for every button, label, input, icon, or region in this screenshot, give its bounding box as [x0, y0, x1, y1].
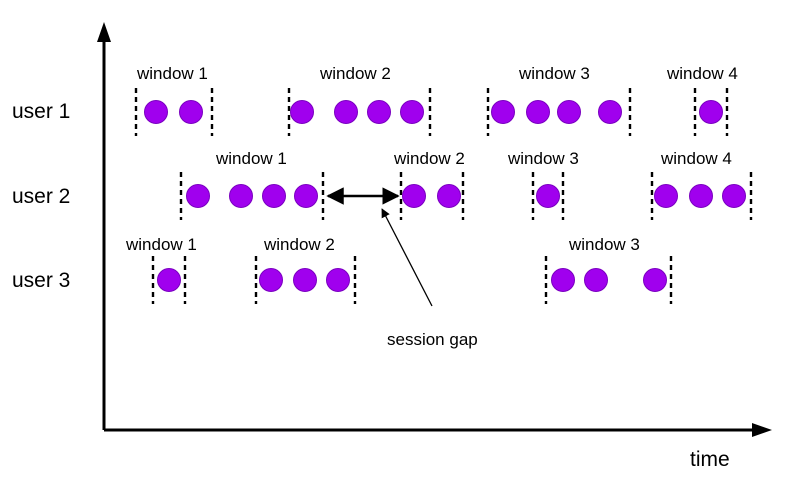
event-dot — [334, 100, 358, 124]
event-dot — [598, 100, 622, 124]
session-gap-label: session gap — [387, 330, 478, 349]
row-label-user-1: user 1 — [12, 100, 70, 123]
window-label: window 4 — [660, 149, 732, 168]
session-window — [134, 88, 214, 136]
x-axis-arrowhead — [752, 423, 772, 437]
window-label: window 1 — [136, 64, 208, 83]
event-dot — [536, 184, 560, 208]
event-dot — [290, 100, 314, 124]
session-window — [179, 172, 325, 220]
window-label: window 2 — [263, 235, 335, 254]
event-dot — [367, 100, 391, 124]
event-dot — [262, 184, 286, 208]
event-dot — [551, 268, 575, 292]
event-dot — [584, 268, 608, 292]
row-label-user-2: user 2 — [12, 185, 70, 208]
event-dot — [326, 268, 350, 292]
session-gap-pointer — [381, 208, 433, 307]
event-dot — [144, 100, 168, 124]
event-dot — [526, 100, 550, 124]
event-dot — [689, 184, 713, 208]
event-dot — [259, 268, 283, 292]
row-label-user-3: user 3 — [12, 269, 70, 292]
window-label: window 3 — [568, 235, 640, 254]
event-dot — [186, 184, 210, 208]
session-window — [254, 256, 357, 304]
event-dot — [179, 100, 203, 124]
session-window — [544, 256, 673, 304]
window-label: window 1 — [125, 235, 197, 254]
y-axis-arrowhead — [97, 22, 111, 42]
event-dot — [722, 184, 746, 208]
event-dot — [437, 184, 461, 208]
session-window — [650, 172, 753, 220]
event-dot — [229, 184, 253, 208]
event-dot — [400, 100, 424, 124]
window-label: window 3 — [518, 64, 590, 83]
session-window — [287, 88, 432, 136]
event-dot — [643, 268, 667, 292]
event-dot — [654, 184, 678, 208]
event-dot — [294, 184, 318, 208]
session-window — [693, 88, 729, 136]
event-dot — [699, 100, 723, 124]
session-window — [486, 88, 632, 136]
time-axis-label: time — [690, 448, 730, 471]
window-label: window 1 — [215, 149, 287, 168]
window-label: window 2 — [393, 149, 465, 168]
session-window — [151, 256, 187, 304]
windows-layer — [134, 88, 753, 304]
event-dot — [402, 184, 426, 208]
event-dot — [157, 268, 181, 292]
window-label: window 4 — [666, 64, 738, 83]
event-dot — [557, 100, 581, 124]
window-label: window 2 — [319, 64, 391, 83]
session-window — [531, 172, 565, 220]
event-dot — [293, 268, 317, 292]
event-dot — [491, 100, 515, 124]
session-window — [399, 172, 465, 220]
window-label: window 3 — [507, 149, 579, 168]
